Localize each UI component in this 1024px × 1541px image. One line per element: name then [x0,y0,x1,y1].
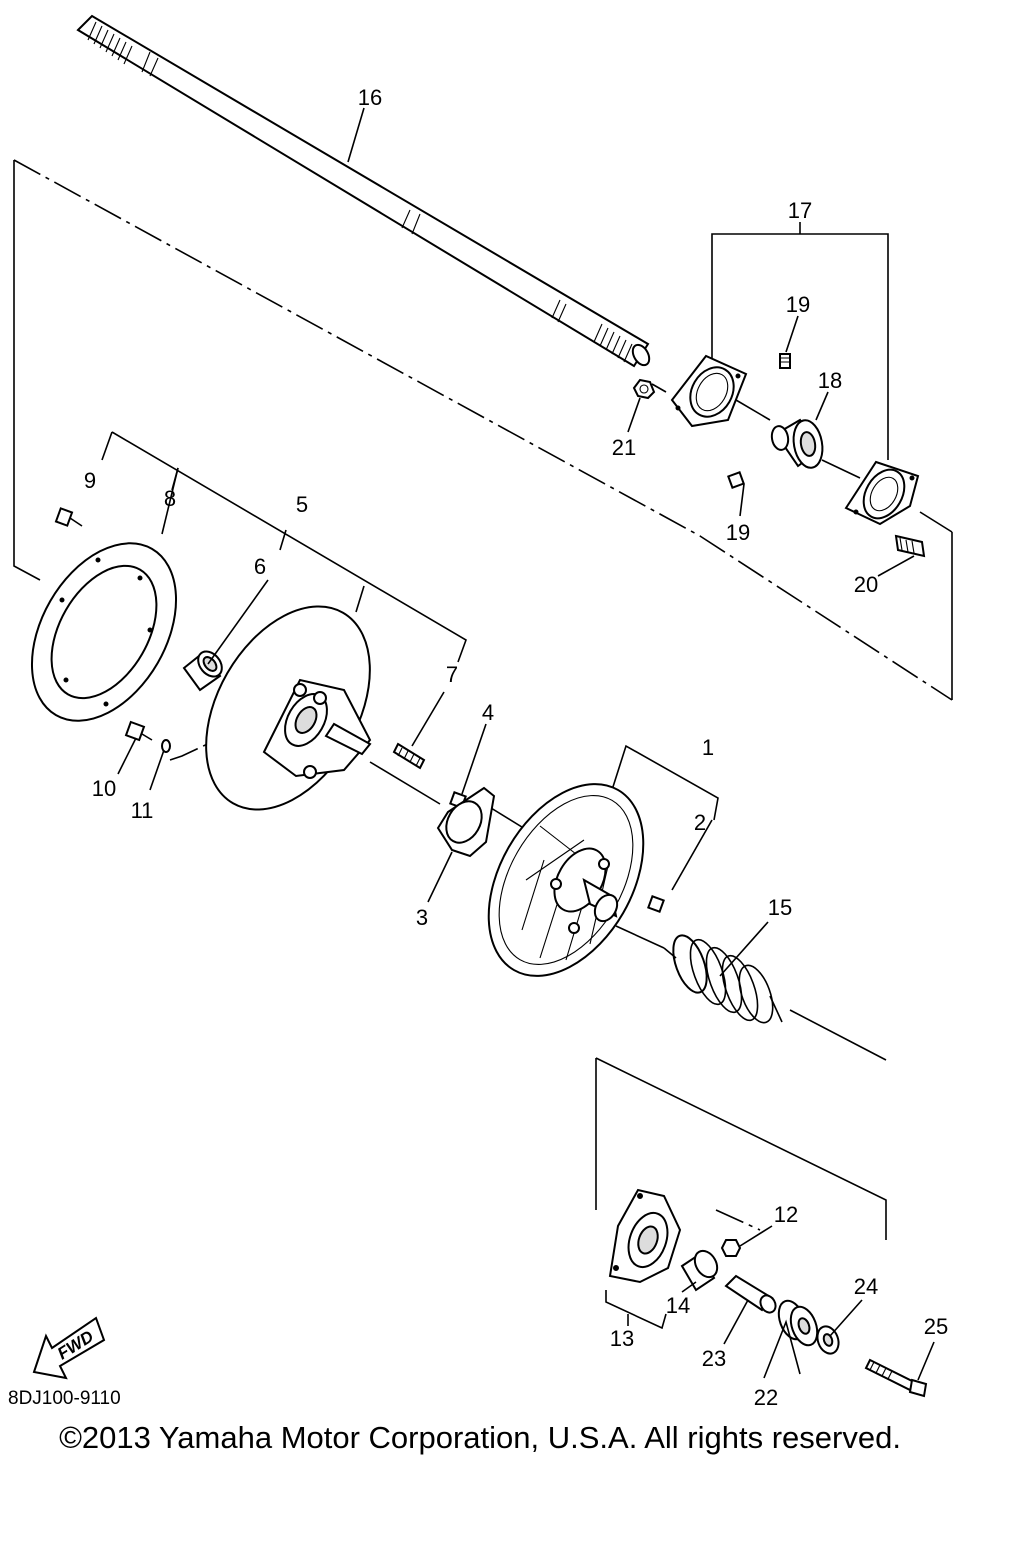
diagram-code: 8DJ100-9110 [8,1388,121,1409]
callout-15[interactable]: 15 [768,895,792,920]
bolt-2[interactable] [647,895,665,913]
bolt-20[interactable] [894,534,926,558]
collar-23[interactable] [724,1274,779,1315]
copyright-notice: ©2013 Yamaha Motor Corporation, U.S.A. A… [59,1420,901,1455]
callout-14[interactable]: 14 [666,1293,690,1318]
bushing-14[interactable] [680,1247,722,1292]
bolt-10[interactable] [124,720,153,742]
callout-13[interactable]: 13 [610,1326,634,1351]
housing-17a[interactable] [670,354,748,428]
callout-5[interactable]: 5 [296,492,308,517]
shaft-16[interactable] [76,14,653,368]
callout-22[interactable]: 22 [754,1385,778,1410]
callout-16[interactable]: 16 [358,85,382,110]
setscrew-19b[interactable] [727,471,745,489]
setscrew-19a[interactable] [779,353,791,369]
bearing-18[interactable] [770,418,826,470]
plate-8[interactable] [2,518,205,746]
callout-3[interactable]: 3 [416,905,428,930]
washer-11[interactable] [161,739,171,753]
bolt-25[interactable] [864,1358,928,1398]
stud-7[interactable] [392,742,426,770]
roller-22[interactable] [774,1297,822,1349]
callout-24[interactable]: 24 [854,1274,878,1299]
callout-4[interactable]: 4 [482,700,494,725]
callout-19b[interactable]: 19 [726,520,750,545]
fwd-arrow-icon: FWD [32,1316,106,1380]
gasket-3[interactable] [436,786,496,858]
nut-21[interactable] [632,378,656,400]
callout-9[interactable]: 9 [84,468,96,493]
bushing-6[interactable] [182,647,227,692]
callout-19a[interactable]: 19 [786,292,810,317]
callout-7[interactable]: 7 [446,662,458,687]
callout-21[interactable]: 21 [612,435,636,460]
housing-17b[interactable] [844,460,920,526]
callout-1[interactable]: 1 [702,735,714,760]
callout-20[interactable]: 20 [854,572,878,597]
sheave-5[interactable] [172,578,403,839]
washer-24[interactable] [814,1323,842,1356]
callout-labels: 1 2 3 4 5 6 7 8 9 10 11 12 13 14 15 16 1… [84,85,948,1410]
callout-6[interactable]: 6 [254,554,266,579]
bolt-9[interactable] [54,507,83,527]
nut-12[interactable] [720,1239,742,1257]
callout-2[interactable]: 2 [694,810,706,835]
spring-15[interactable] [663,931,783,1027]
callout-8[interactable]: 8 [164,486,176,511]
callout-12[interactable]: 12 [774,1202,798,1227]
callout-18[interactable]: 18 [818,368,842,393]
callout-10[interactable]: 10 [92,776,116,801]
callout-17[interactable]: 17 [788,198,812,223]
sheave-1[interactable] [457,757,675,1003]
housing-13[interactable] [608,1188,682,1284]
callout-11[interactable]: 11 [131,798,154,823]
callout-23[interactable]: 23 [702,1346,726,1371]
callout-25[interactable]: 25 [924,1314,948,1339]
